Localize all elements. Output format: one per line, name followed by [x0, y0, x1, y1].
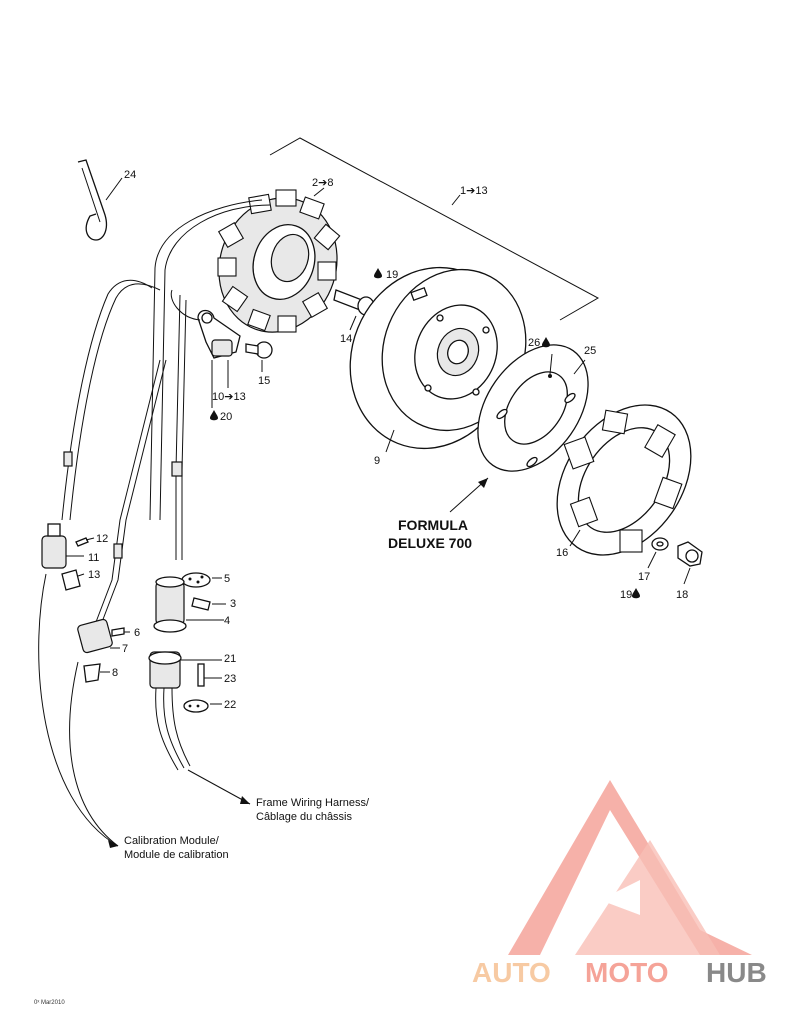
harness-arrow	[187, 769, 251, 805]
callout-1-13: 1➔13	[460, 185, 488, 197]
screw-15	[245, 341, 273, 372]
module-note-line1: Calibration Module/	[124, 835, 220, 847]
footer-code: 0ˣ Mar2010	[34, 1000, 65, 1006]
harness-note-line1: Frame Wiring Harness/	[256, 797, 370, 809]
drop-icon	[210, 268, 640, 599]
watermark-auto: AUTO	[472, 957, 551, 988]
callout-20: 20	[220, 411, 232, 423]
callout-8: 8	[112, 667, 118, 679]
callout-23: 23	[224, 673, 236, 685]
trigger-coil	[170, 289, 241, 408]
callout-7: 7	[122, 643, 128, 655]
cover-16	[556, 404, 692, 556]
connector-21	[148, 651, 222, 771]
wiring-harness	[61, 199, 271, 623]
callout-24: 24	[124, 169, 136, 181]
seal-22	[183, 699, 222, 713]
connector-7	[77, 618, 120, 654]
nut-18	[677, 541, 703, 585]
cable-tie	[77, 159, 123, 241]
module-note-line2: Module de calibration	[124, 849, 229, 861]
model-note-arrow	[449, 477, 489, 513]
module-arrow	[38, 573, 119, 848]
callout-21: 21	[224, 653, 236, 665]
seal-5	[181, 572, 222, 588]
callout-10-13: 10➔13	[212, 391, 246, 403]
stator	[217, 187, 341, 333]
pin-12	[75, 537, 95, 547]
callout-18: 18	[676, 589, 688, 601]
callout-6: 6	[134, 627, 140, 639]
callout-3: 3	[230, 598, 236, 610]
clip-13	[61, 569, 85, 591]
pin-23	[197, 663, 222, 687]
model-note-line2: DELUXE 700	[388, 535, 472, 551]
watermark-hub: HUB	[706, 957, 767, 988]
callout-19b: 19	[620, 589, 632, 601]
callout-5: 5	[224, 573, 230, 585]
connector-11	[41, 523, 84, 569]
callout-19: 19	[386, 269, 398, 281]
connector-housing-4	[153, 576, 224, 633]
callout-16: 16	[556, 547, 568, 559]
callout-26: 26	[528, 337, 540, 349]
callout-25: 25	[584, 345, 596, 357]
callout-12: 12	[96, 533, 108, 545]
callout-17: 17	[638, 571, 650, 583]
model-note-line1: FORMULA	[398, 517, 468, 533]
callout-2-8: 2➔8	[312, 177, 333, 189]
harness-note-line2: Câblage du châssis	[256, 811, 353, 823]
watermark-logo: AUTO MOTO HUB	[472, 780, 767, 988]
callout-13: 13	[88, 569, 100, 581]
assembly-bracket	[269, 137, 600, 321]
washer-17	[647, 537, 669, 569]
callout-11: 11	[88, 552, 99, 564]
callout-14: 14	[340, 333, 352, 345]
pin-3	[191, 597, 226, 611]
clip-8	[83, 663, 110, 683]
callout-4: 4	[224, 615, 230, 627]
callout-9: 9	[374, 455, 380, 467]
callout-15: 15	[258, 375, 270, 387]
callout-22: 22	[224, 699, 236, 711]
watermark-moto: MOTO	[585, 957, 668, 988]
trigger-plate	[477, 344, 589, 472]
pin-6	[111, 627, 130, 637]
